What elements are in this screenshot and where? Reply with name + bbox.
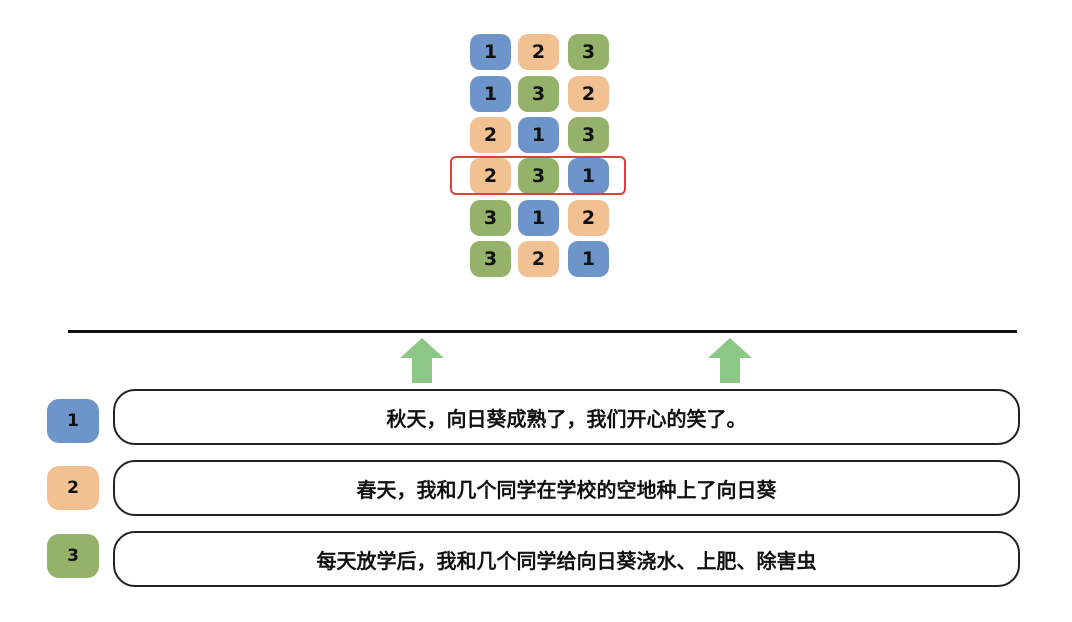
sentence-box-1: 秋天，向日葵成熟了，我们开心的笑了。 [113,389,1020,445]
up-arrow-icon [400,338,444,383]
grid-tile: 2 [470,117,511,153]
grid-tile: 3 [518,158,559,194]
grid-tile: 2 [518,34,559,70]
grid-tile: 2 [568,200,609,236]
grid-tile: 1 [470,76,511,112]
grid-tile: 1 [568,158,609,194]
highlight-box [450,156,626,195]
legend-badge-1: 1 [47,399,99,443]
legend-badge-3: 3 [47,534,99,578]
grid-tile: 3 [470,200,511,236]
sentence-text: 春天，我和几个同学在学校的空地种上了向日葵 [356,477,777,502]
up-arrow-icon [708,338,752,383]
divider-line [68,330,1017,333]
sentence-text: 秋天，向日葵成熟了，我们开心的笑了。 [386,406,747,431]
grid-tile: 3 [470,241,511,277]
grid-tile: 3 [568,34,609,70]
grid-tile: 1 [568,241,609,277]
grid-tile: 2 [470,158,511,194]
sentence-box-2: 春天，我和几个同学在学校的空地种上了向日葵 [113,460,1020,516]
grid-tile: 1 [470,34,511,70]
legend-badge-2: 2 [47,466,99,510]
sentence-box-3: 每天放学后，我和几个同学给向日葵浇水、上肥、除害虫 [113,531,1020,587]
grid-tile: 1 [518,200,559,236]
grid-tile: 3 [518,76,559,112]
grid-tile: 2 [568,76,609,112]
sentence-text: 每天放学后，我和几个同学给向日葵浇水、上肥、除害虫 [316,548,817,573]
grid-tile: 1 [518,117,559,153]
grid-tile: 2 [518,241,559,277]
grid-tile: 3 [568,117,609,153]
